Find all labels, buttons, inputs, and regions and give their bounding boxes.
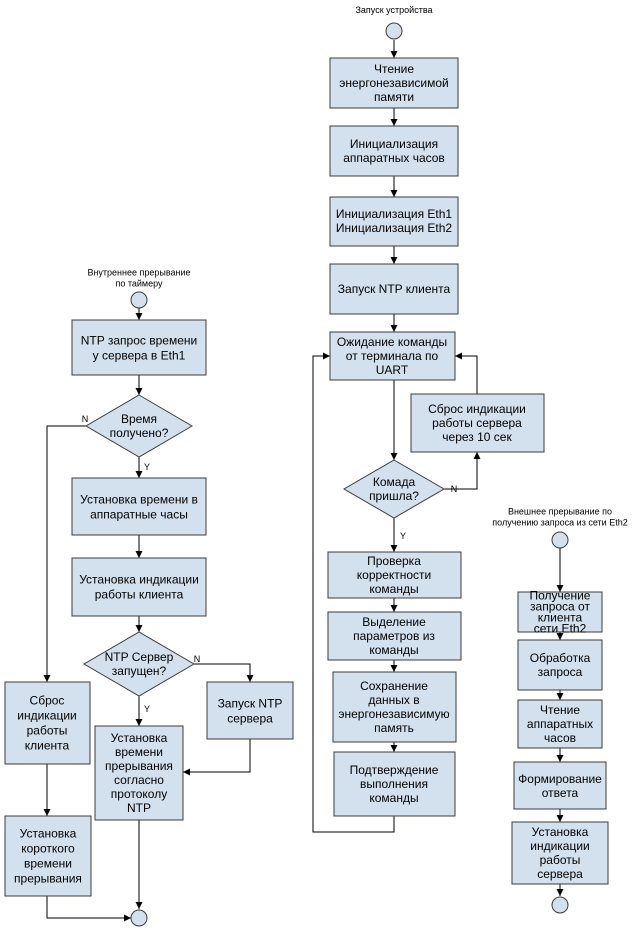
edge-d2-s6 [444,452,481,490]
edge-t4-t5 [183,739,251,776]
node-start-ntp-server [206,681,294,740]
node-wait-command [329,331,456,381]
node-set-interrupt-time [94,725,184,821]
node-time-received-decision [85,394,193,458]
node-start-ntp-client [329,263,459,315]
flag-d1-yes: Y [144,462,150,472]
flag-d2-no: N [451,484,458,494]
node-confirm-exec [333,751,456,817]
node-check-command [327,551,462,599]
caption-device-start: Запуск устройства [355,5,432,15]
node-read-nvram [329,57,459,109]
flag-d3-yes: Y [144,704,150,714]
node-init-eth [329,196,459,247]
edge-d3-t4 [194,663,254,682]
flag-d3-no: N [194,654,201,664]
node-receive-request [517,591,603,633]
start-terminal [385,22,403,40]
edge-t7-end [46,896,131,922]
node-ntp-server-decision [83,631,195,697]
node-set-hw-clock [71,477,207,536]
node-set-short-interrupt [4,815,92,897]
node-save-data [332,671,457,743]
flag-d2-yes: Y [400,531,406,541]
edge-s10-s5 [312,352,395,833]
timer-start-terminal [130,291,148,309]
node-set-server-indication [511,821,609,885]
node-process-request [517,639,603,691]
flag-d1-no: N [82,414,89,424]
terminals [130,22,569,927]
node-read-hw-clock [517,699,603,749]
node-extract-params [327,611,462,661]
node-ntp-request [71,319,207,376]
node-command-decision [343,459,445,519]
node-shapes [4,57,609,897]
edges [43,40,564,922]
node-reset-client-indication [4,681,91,765]
ext-end-terminal [551,896,569,914]
node-form-response [513,761,607,810]
ext-start-terminal [551,531,569,549]
edge-s6-s5 [455,352,478,394]
node-reset-server-indication [410,393,545,453]
label-start-ntp-client: Запуск NTP клиента [338,282,451,296]
node-set-client-indication [71,557,207,617]
node-init-clock [329,125,459,177]
left-end-terminal [130,909,148,927]
branch-flags: N Y N Y N Y [82,414,458,714]
edge-d1-t6 [43,425,86,682]
